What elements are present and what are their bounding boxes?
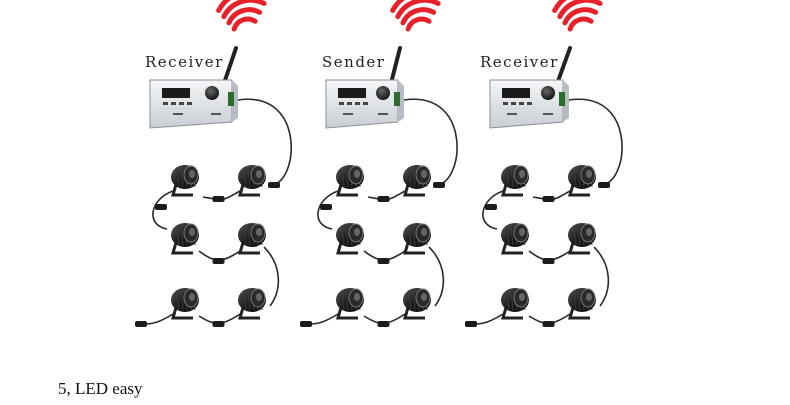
cable [317,190,339,230]
cable-connector [542,258,555,264]
led-spotlight-icon [171,223,199,255]
cable [568,98,623,186]
cable-connector [598,182,610,188]
dmx-controller-icon [325,79,404,129]
cable-connector [465,321,477,327]
cable-connector [542,196,555,202]
led-spotlight-icon [336,288,364,320]
cable [144,313,174,325]
cable-connector [212,321,225,327]
led-spotlight-icon [238,288,266,320]
cable-connector [433,182,445,188]
cable-connector [212,258,225,264]
led-spotlight-icon [238,165,266,197]
cable-connector [377,321,390,327]
unit-receiver-left: Receiver [145,0,272,129]
cable [263,246,280,307]
cable-connector [542,321,555,327]
cable [428,246,445,307]
led-spotlight-icon [238,223,266,255]
led-spotlight-icon [336,223,364,255]
cable-connector [485,204,497,210]
led-spotlight-icon [568,165,596,197]
led-spotlight-icon [403,223,431,255]
cable [593,246,610,307]
led-spotlight-icon [171,288,199,320]
unit-sender-middle: Sender [322,0,446,129]
cable [403,98,458,186]
cable-connector [268,182,280,188]
led-spotlight-icon [171,165,199,197]
caption: 5, LED easy [58,379,143,398]
wiring-and-lights [135,98,623,327]
unit-receiver-right: Receiver [480,0,608,129]
dmx-controller-icon [149,79,238,129]
cable-connector [135,321,147,327]
wireless-signal-icon [552,0,608,32]
led-spotlight-icon [336,165,364,197]
led-spotlight-icon [403,165,431,197]
led-spotlight-icon [568,223,596,255]
wireless-signal-icon [390,0,446,32]
cable [309,313,339,325]
cable-connector [377,196,390,202]
light-chain [135,98,292,327]
led-spotlight-icon [501,165,529,197]
cable [474,313,504,325]
led-spotlight-icon [501,223,529,255]
cable-connector [155,204,167,210]
cable [152,190,174,230]
unit-label: Receiver [480,53,559,71]
cable-connector [320,204,332,210]
led-spotlight-icon [501,288,529,320]
led-spotlight-icon [568,288,596,320]
wireless-signal-icon [216,0,272,32]
cable-connector [300,321,312,327]
light-chain [465,98,623,327]
unit-label: Receiver [145,53,224,71]
cable [237,98,292,186]
dmx-controller-icon [489,79,569,129]
cable [482,190,504,230]
light-chain [300,98,458,327]
cable-connector [212,196,225,202]
unit-label: Sender [322,53,385,71]
led-spotlight-icon [403,288,431,320]
cable-connector [377,258,390,264]
